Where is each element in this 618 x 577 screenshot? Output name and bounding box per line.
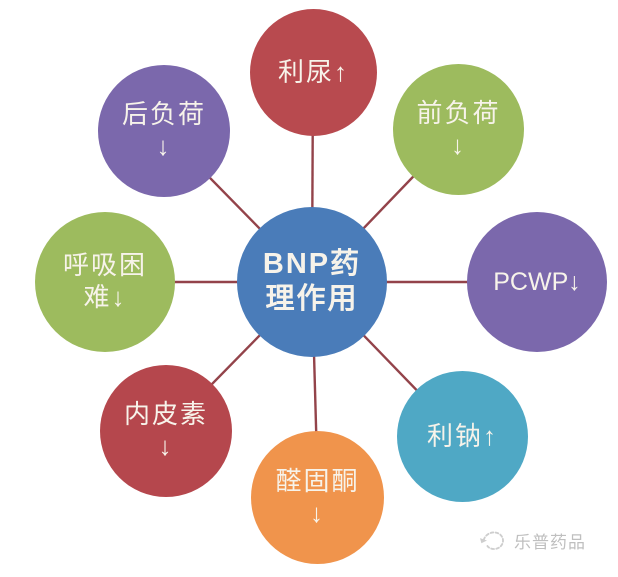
lepu-bird-logo-icon: [480, 531, 504, 550]
node-label: 醛固酮: [275, 465, 360, 496]
node-natriuresis: 利钠↑: [397, 371, 528, 502]
watermark: 乐普药品: [478, 527, 586, 553]
node-label-arrow: ↓: [156, 131, 172, 161]
watermark-text: 乐普药品: [514, 532, 586, 552]
node-label: 呼吸困: [62, 250, 147, 281]
node-label: 利钠↑: [426, 420, 498, 451]
node-center-label-line2: 理作用: [265, 283, 359, 315]
node-label: 后负荷: [121, 99, 206, 130]
node-dyspnea: 呼吸困 难↓: [35, 212, 175, 352]
node-label: 利尿↑: [277, 56, 349, 87]
node-label: 前负荷: [416, 97, 501, 128]
node-pcwp: PCWP↓: [467, 212, 607, 352]
node-label: 内皮素: [123, 399, 208, 430]
node-endothelin: 内皮素 ↓: [100, 365, 232, 497]
node-center-label-line1: BNP药: [262, 247, 362, 280]
node-center-bnp: BNP药 理作用: [237, 207, 387, 357]
node-label-arrow: ↓: [310, 497, 325, 528]
node-aldosterone: 醛固酮 ↓: [251, 431, 384, 564]
node-diuresis: 利尿↑: [250, 9, 377, 136]
node-label: PCWP↓: [493, 267, 581, 296]
node-label-arrow: ↓: [158, 431, 174, 461]
node-afterload: 后负荷 ↓: [98, 65, 230, 197]
node-preload: 前负荷 ↓: [393, 64, 524, 195]
node-label-arrow: ↓: [451, 129, 466, 160]
node-label-arrow: 难↓: [83, 282, 127, 312]
